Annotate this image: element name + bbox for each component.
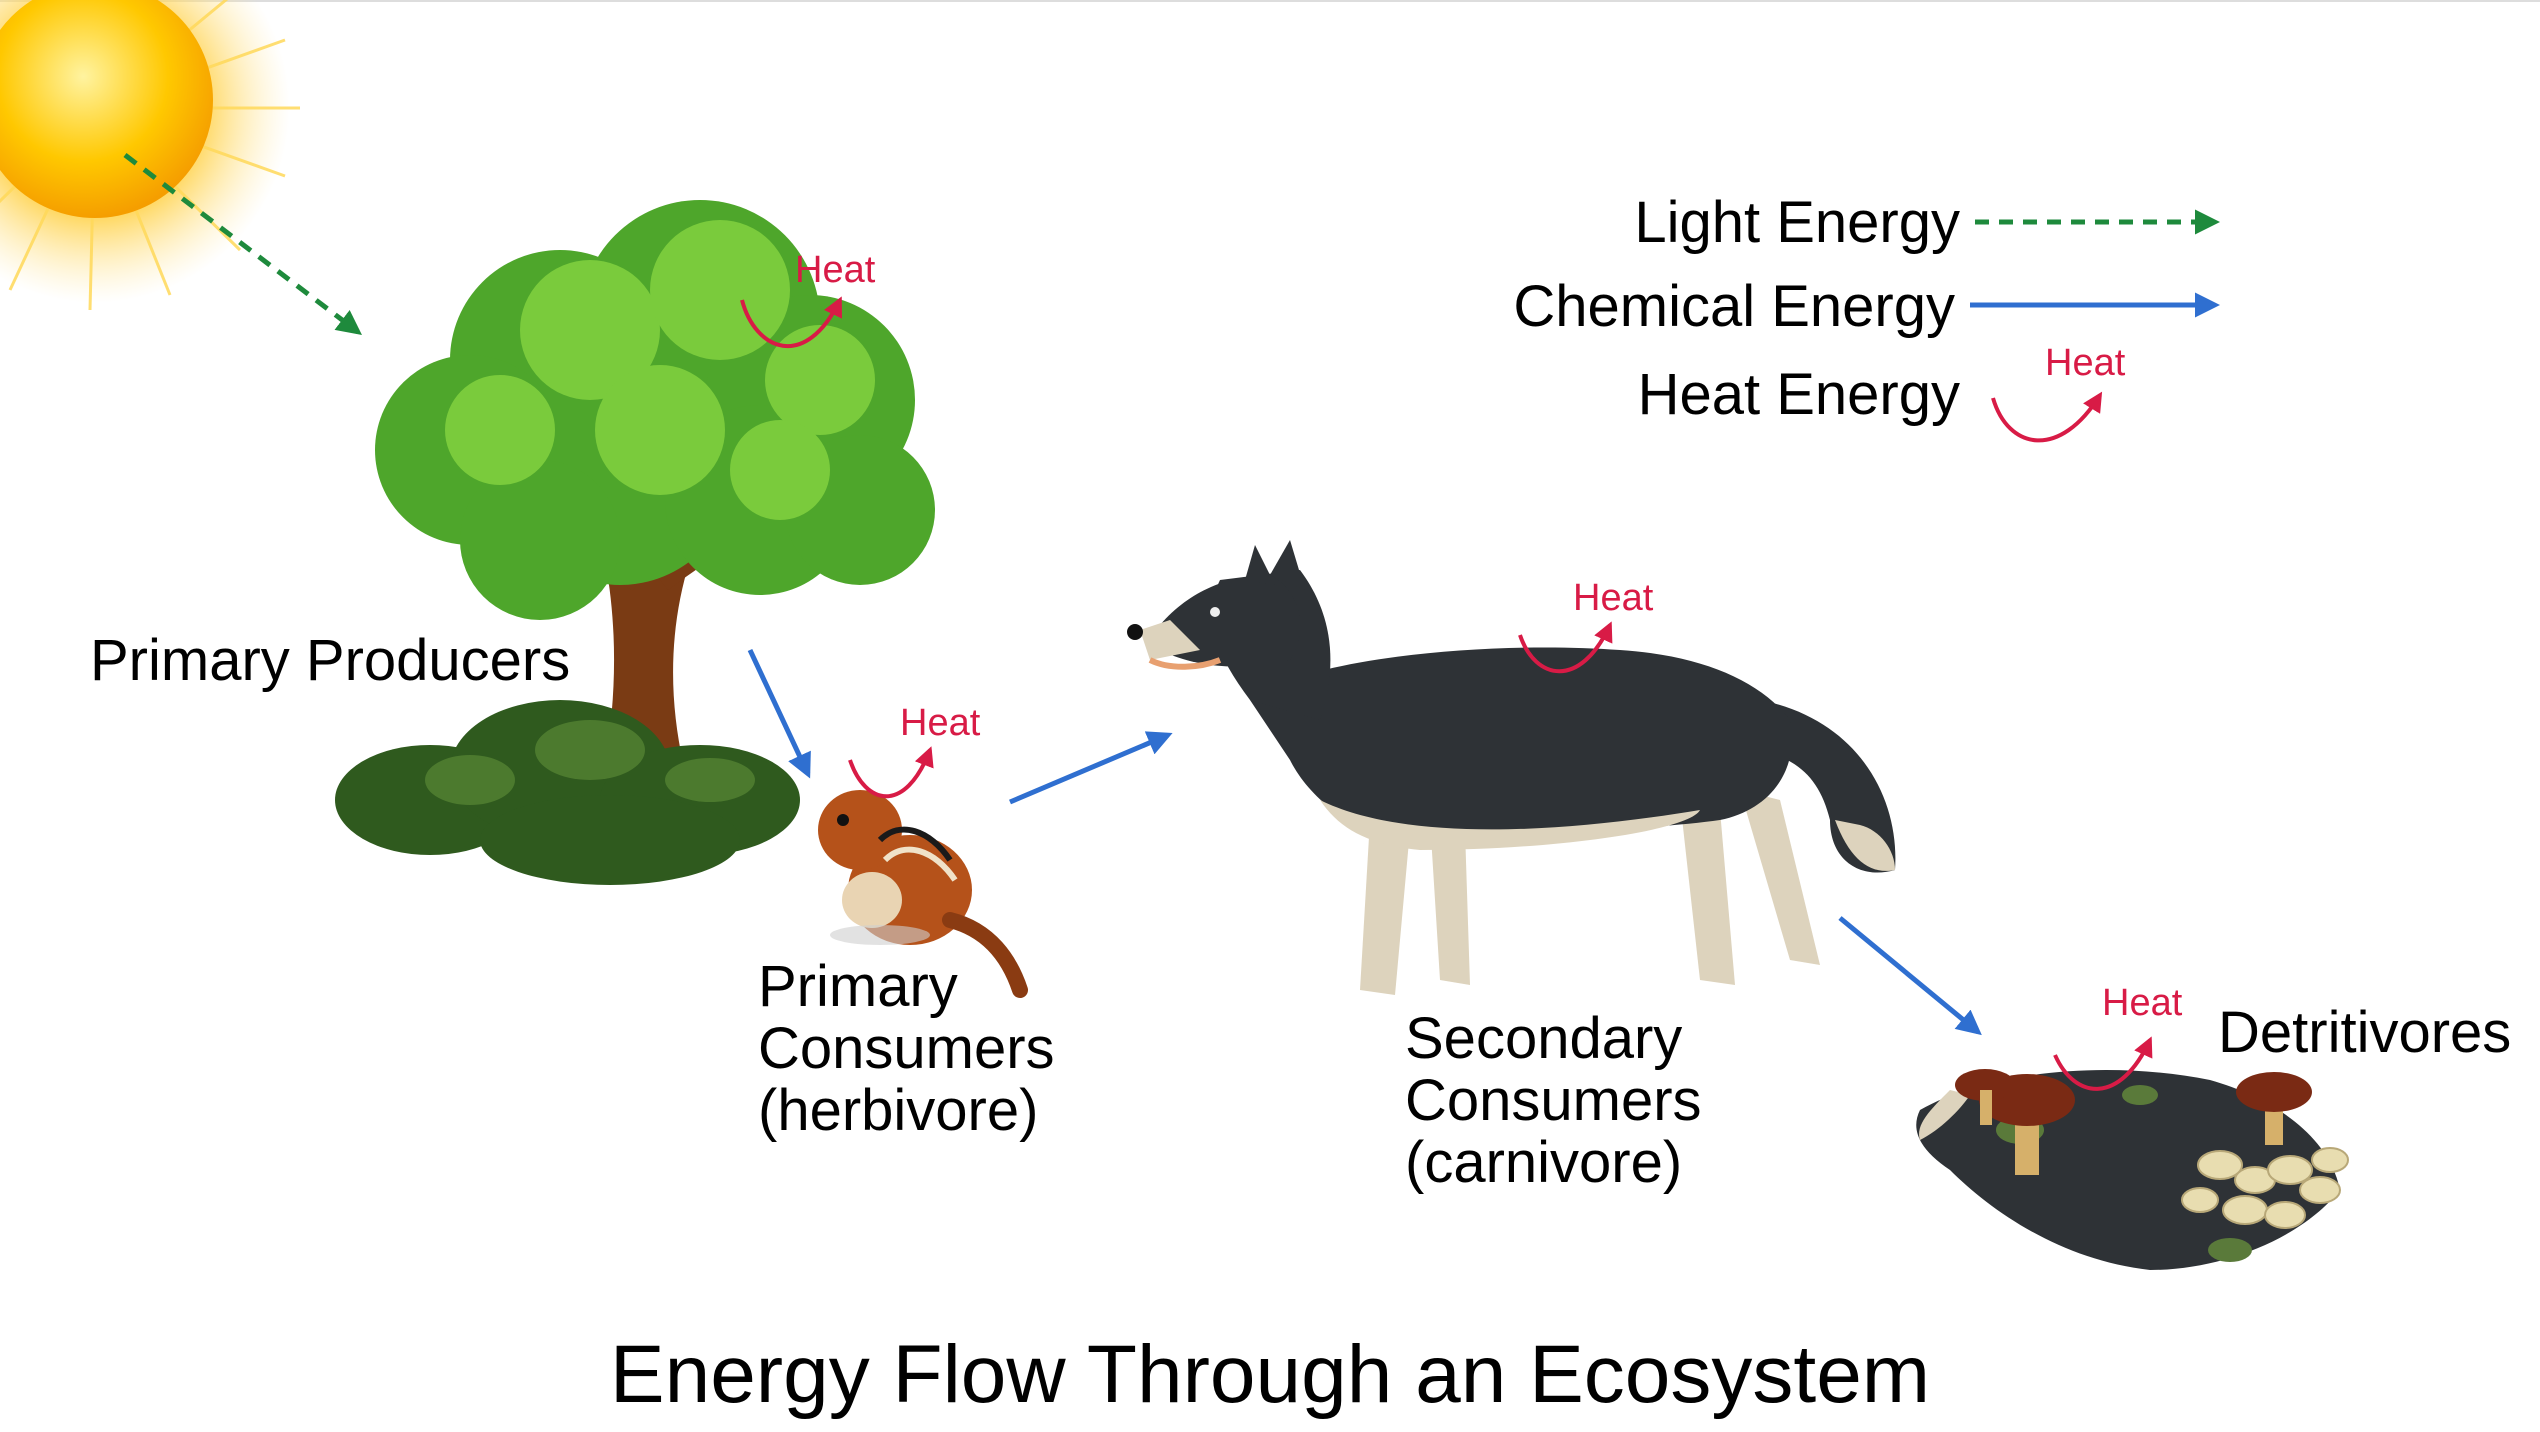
- chipmunk-icon: [818, 790, 1028, 998]
- detritivores-heat-arrow: [2053, 1036, 2153, 1091]
- legend-heat-tag: Heat: [2045, 342, 2126, 384]
- primary-producers-label: Primary Producers: [90, 628, 570, 693]
- sun-icon: [0, 0, 300, 311]
- primary-consumers-line3: (herbivore): [758, 1078, 1038, 1143]
- legend-heat-arrow: [1991, 391, 2103, 443]
- primary-consumers-line2: Consumers: [758, 1016, 1055, 1081]
- detritivores-label: Detritivores: [2218, 1000, 2511, 1065]
- tree-heat-label: Heat: [795, 249, 876, 291]
- legend-chemical-label: Chemical Energy: [1513, 274, 1955, 339]
- secondary-to-detritivores-arrow: [1838, 916, 1982, 1036]
- fungi-cluster-icon: [2181, 1147, 2349, 1229]
- secondary-consumers-line1: Secondary: [1405, 1006, 1682, 1071]
- tree-icon: [335, 200, 935, 885]
- legend: Light Energy Chemical Energy Heat Energy…: [1513, 190, 2220, 443]
- chipmunk-heat-label: Heat: [900, 702, 981, 744]
- secondary-consumers-line3: (carnivore): [1405, 1130, 1682, 1195]
- primary-consumers-line1: Primary: [758, 954, 958, 1019]
- secondary-consumers-line2: Consumers: [1405, 1068, 1702, 1133]
- light-energy-arrow: [123, 153, 362, 336]
- producer-to-primary-arrow: [747, 648, 811, 779]
- chipmunk-heat-arrow: [848, 746, 934, 799]
- wolf-icon: [1127, 540, 1896, 995]
- detritivores-heat-label: Heat: [2102, 982, 2183, 1024]
- primary-to-secondary-arrow: [1009, 731, 1173, 805]
- mushroom-icon: [1955, 1069, 2312, 1175]
- tree-heat-arrow: [740, 296, 842, 348]
- legend-light-label: Light Energy: [1634, 190, 1960, 255]
- legend-heat-label: Heat Energy: [1638, 362, 1960, 427]
- wolf-heat-arrow: [1518, 621, 1613, 674]
- wolf-heat-label: Heat: [1573, 577, 1654, 619]
- diagram-title: Energy Flow Through an Ecosystem: [610, 1329, 1930, 1420]
